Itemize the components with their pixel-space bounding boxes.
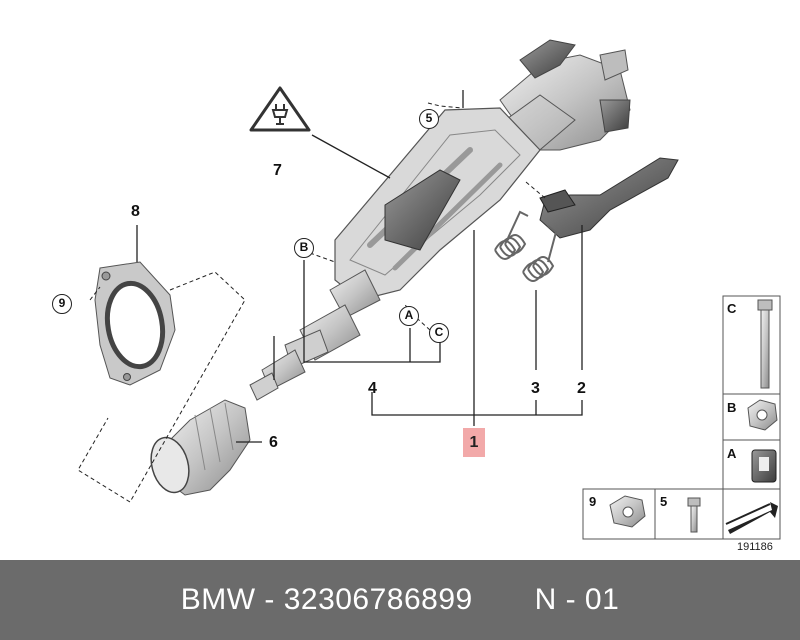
steering-column-assembly (249, 39, 631, 401)
diagram-drawing (77, 39, 781, 540)
adjustment-lever (539, 157, 679, 239)
flange-gasket (94, 261, 176, 386)
callout-a-circle: A (399, 306, 419, 326)
footer-bar: BMW - 32306786899 N - 01 (0, 560, 800, 640)
image-number: 191186 (737, 541, 773, 553)
clip-a-image (751, 449, 777, 483)
bolt-c-image (757, 299, 773, 389)
callout-2: 2 (577, 380, 586, 397)
callout-5-circle: 5 (419, 109, 439, 129)
legend-label-9: 9 (589, 494, 597, 509)
callout-b-circle: B (294, 238, 314, 258)
column-boot (150, 399, 251, 496)
nut-b-image (747, 399, 778, 431)
parts-diagram: 7 8 4 3 2 6 1 5 B A C 9 C B A 9 5 191186 (52, 39, 781, 553)
screw-5-image (687, 497, 701, 533)
callout-7: 7 (273, 162, 282, 179)
arrow-icon (725, 502, 778, 534)
legend-label-5: 5 (660, 494, 668, 509)
callout-6: 6 (269, 434, 278, 451)
flange-nut-9-image (609, 495, 646, 528)
callout-8: 8 (131, 203, 140, 220)
callout-3: 3 (531, 380, 540, 397)
leader-lines (136, 90, 583, 443)
warning-triangle-icon (249, 86, 311, 132)
legend-label-c: C (727, 301, 737, 316)
legend-label-a: A (727, 446, 737, 461)
footer-part-number: BMW - 32306786899 N - 01 (180, 583, 620, 616)
callout-c-circle: C (429, 323, 449, 343)
legend-label-b: B (727, 400, 737, 415)
callout-1-highlight: 1 (463, 428, 485, 457)
spring-pair (494, 210, 558, 282)
callout-4: 4 (368, 380, 377, 397)
callout-9-circle: 9 (52, 294, 72, 314)
